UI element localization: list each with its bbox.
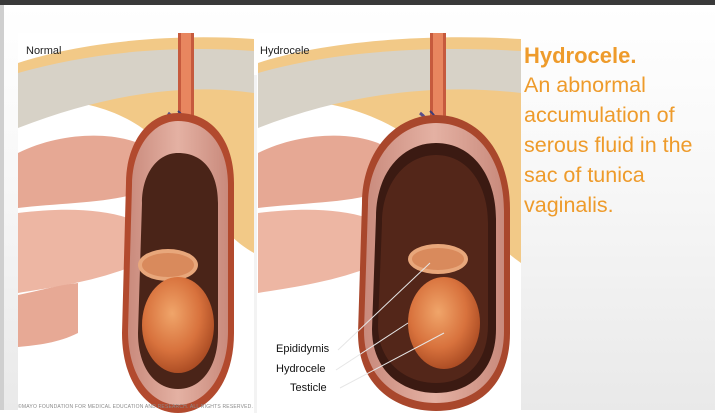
hydrocele-scrotum-illustration (258, 33, 521, 413)
panel-divider (254, 75, 257, 413)
definition-line: serous fluid in the (524, 130, 715, 160)
definition-line: sac of tunica (524, 160, 715, 190)
definition-text-block: Hydrocele. An abnormal accumulation of s… (524, 41, 715, 220)
hydrocele-panel-label: Hydrocele (260, 45, 310, 57)
hydrocele-callout: Hydrocele (276, 363, 326, 375)
definition-line: An abnormal (524, 70, 715, 100)
slide-title: Hydrocele. (524, 41, 715, 70)
definition-line: vaginalis. (524, 190, 715, 220)
slide: Normal Hydrocele Epididymis Hydrocele Te… (4, 5, 715, 410)
anatomy-figure: Normal Hydrocele Epididymis Hydrocele Te… (18, 33, 521, 413)
epididymis-callout: Epididymis (276, 343, 329, 355)
normal-panel-label: Normal (26, 45, 61, 57)
image-credit: ©MAYO FOUNDATION FOR MEDICAL EDUCATION A… (18, 404, 253, 410)
testicle-callout: Testicle (290, 382, 327, 394)
normal-scrotum-illustration (18, 33, 254, 413)
definition-line: accumulation of (524, 100, 715, 130)
